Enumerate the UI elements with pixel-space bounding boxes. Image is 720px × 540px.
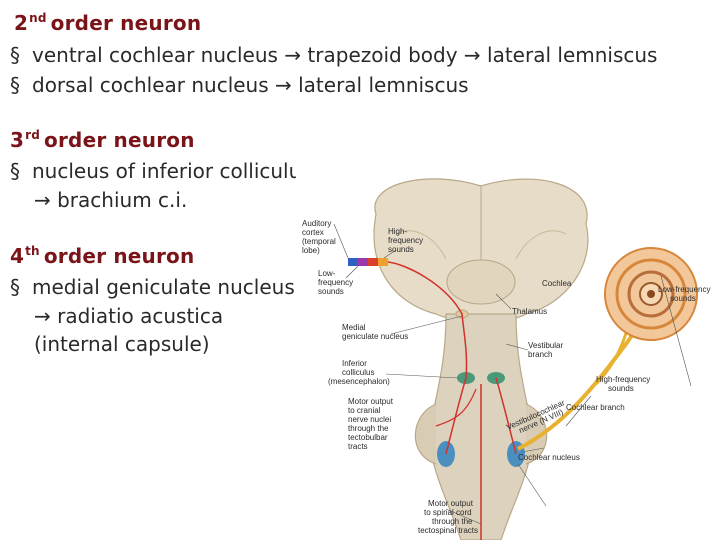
leader-lines — [333, 223, 692, 525]
label-vestibular-branch: Vestibular branch — [528, 341, 565, 359]
bullet-ventral-cochlear: § ventral cochlear nucleus → trapezoid bo… — [10, 43, 657, 67]
label-low-frequency-left: Low- frequency sounds — [318, 269, 355, 296]
cortex-strip-orange — [378, 258, 388, 266]
order-number: 3 — [10, 128, 25, 152]
bullet-mark: § — [10, 275, 20, 299]
bullet-continuation: → radiatio acustica — [34, 304, 224, 328]
bullet-mark: § — [10, 73, 20, 97]
auditory-pathway-illustration: Auditory cortex (temporal lobe) High- fr… — [302, 178, 713, 540]
order-suffix: nd — [29, 11, 47, 25]
bullet-text: ventral cochlear nucleus → trapezoid bod… — [32, 43, 658, 67]
bullet-mark: § — [10, 159, 20, 183]
bullet-continuation: → brachium c.i. — [34, 188, 188, 212]
label-thalamus: Thalamus — [512, 307, 547, 316]
bullet-inferior-colliculus: § nucleus of inferior colliculus — [10, 159, 312, 183]
brain-sulcus-right — [515, 230, 567, 260]
label-cochlear-nucleus: Cochlear nucleus — [518, 453, 580, 462]
order-text: order neuron — [43, 244, 195, 268]
label-motor-cranial: Motor output to cranial nerve nuclei thr… — [348, 397, 395, 451]
cortex-strip-red — [368, 258, 378, 266]
pathway-ascending — [387, 261, 468, 455]
cortex-strip-blue — [348, 258, 358, 266]
cerebellum — [414, 403, 548, 465]
order-suffix: th — [25, 244, 40, 258]
brain-sulcus-left — [395, 230, 447, 260]
pathway-motor-cranial — [435, 388, 477, 427]
order-number: 2 — [14, 11, 29, 35]
label-motor-spinal: Motor output to spinal cord through the … — [418, 499, 478, 535]
order-text: order neuron — [50, 11, 202, 35]
cortex-strip-purple — [358, 258, 368, 266]
cochlea-center — [647, 290, 655, 298]
cochlea-ring-2 — [615, 258, 687, 330]
cochlea-ring-3 — [627, 270, 675, 318]
bullet-text: medial geniculate nucleus — [32, 275, 295, 299]
order-suffix: rd — [25, 128, 41, 142]
label-medial-geniculate: Medial geniculate nucleus — [342, 323, 408, 341]
label-low-frequency-right: Low-frequency sounds — [658, 285, 713, 303]
label-cochlear-branch: Cochlear branch — [566, 403, 625, 412]
bullet-text: nucleus of inferior colliculus — [32, 159, 312, 183]
bullet-brachium-cont: → brachium c.i. — [0, 188, 187, 212]
thalamus-shape — [446, 259, 516, 305]
bullet-text: dorsal cochlear nucleus → lateral lemnis… — [32, 73, 469, 97]
label-inferior-colliculus: Inferior colliculus (mesencephalon) — [328, 359, 390, 386]
label-high-frequency-right: High-frequency sounds — [596, 375, 652, 393]
label-cochlea: Cochlea — [542, 279, 572, 288]
bullet-mark: § — [10, 43, 20, 67]
auditory-pathway-figure: Auditory cortex (temporal lobe) High- fr… — [296, 164, 720, 540]
bullet-continuation: (internal capsule) — [34, 332, 210, 356]
order-number: 4 — [10, 244, 25, 268]
order-text: order neuron — [44, 128, 195, 152]
label-high-frequency-left: High- frequency sounds — [388, 227, 425, 254]
bullet-dorsal-cochlear: § dorsal cochlear nucleus → lateral lemni… — [10, 73, 469, 97]
label-auditory-cortex: Auditory cortex (temporal lobe) — [302, 219, 338, 255]
bullet-medial-geniculate: § medial geniculate nucleus — [10, 275, 295, 299]
pathway-ascending-right — [495, 377, 517, 455]
bullet-radiatio-cont: → radiatio acustica — [0, 304, 223, 328]
bullet-capsule-cont: (internal capsule) — [0, 332, 210, 356]
